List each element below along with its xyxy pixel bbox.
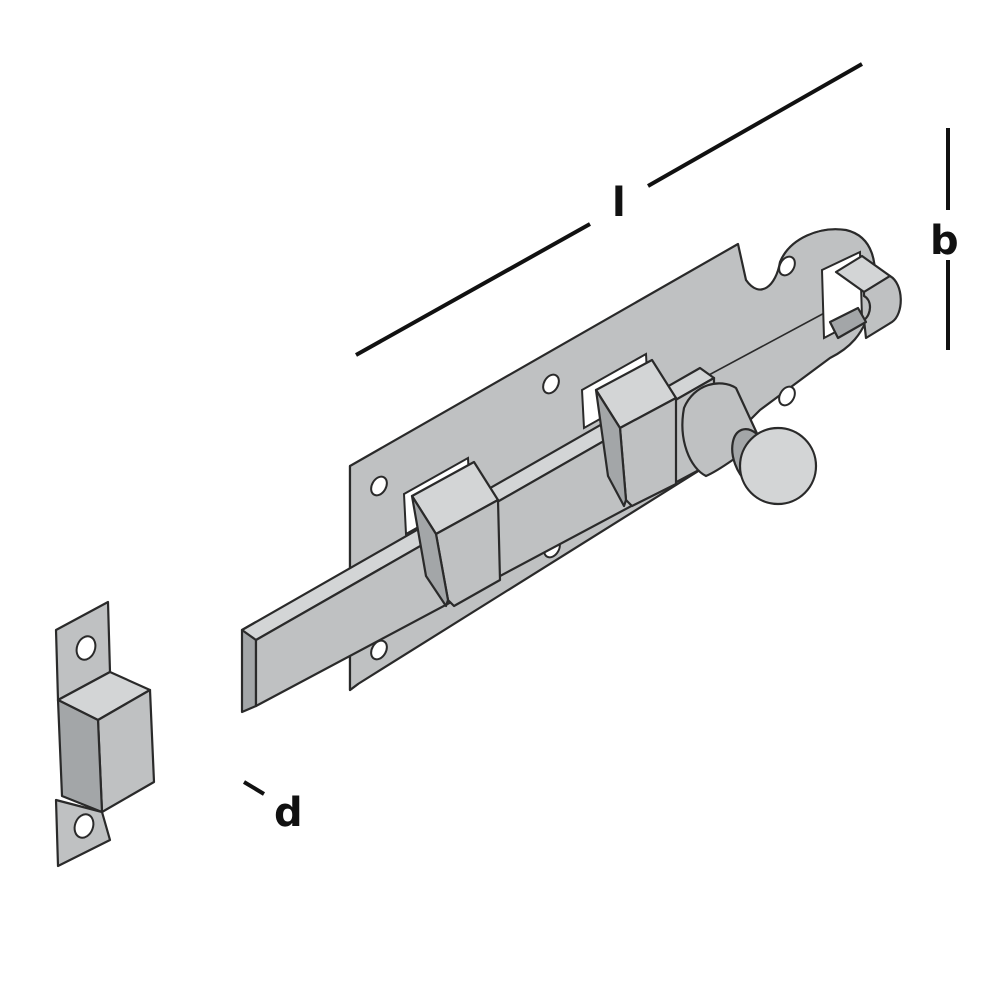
screw-hole-4 (778, 385, 796, 407)
screw-hole-6 (370, 639, 388, 661)
bolt-guide-right (594, 358, 678, 508)
length-dimension-line-right (647, 62, 863, 188)
knob-ball (738, 426, 818, 506)
width-label: b (930, 218, 959, 264)
keeper-top-hole (75, 635, 97, 661)
keeper-bottom-hole (73, 813, 95, 839)
keeper-staple (54, 600, 156, 868)
diameter-label: d (274, 790, 303, 836)
bolt-guide-left (410, 460, 502, 608)
screw-hole-2 (542, 373, 560, 395)
length-label: l (612, 180, 626, 226)
bolt-knob (681, 382, 818, 506)
length-dimension-line-left (355, 222, 591, 357)
screw-hole-3 (778, 255, 796, 277)
guide-left-side (410, 494, 450, 608)
diameter-dimension-tick (242, 780, 266, 796)
guide-right-side (594, 388, 628, 508)
width-dimension: b (930, 128, 959, 350)
plate-end-catch (820, 250, 902, 340)
diameter-dimension: d (242, 780, 303, 836)
catch-side (862, 274, 902, 340)
screw-hole-1 (370, 475, 388, 497)
catch-lower (828, 306, 868, 340)
length-dimension: l (355, 62, 863, 357)
